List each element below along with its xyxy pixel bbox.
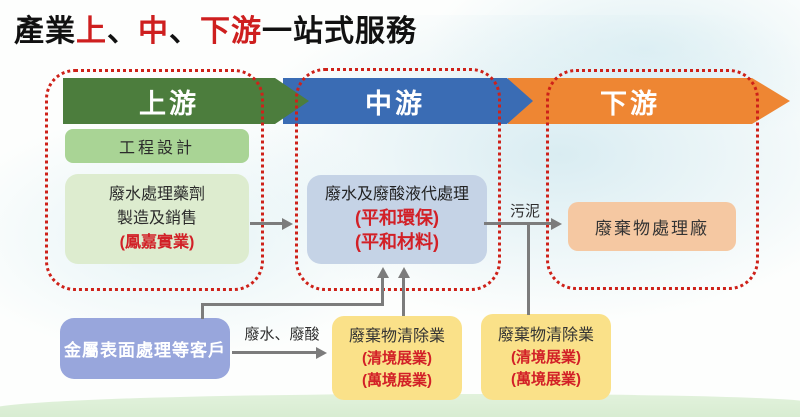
waste-removal-right-box: 廢棄物清除業 (清境展業) (萬境展業) [481, 314, 611, 400]
metal-surface-customers-box: 金屬表面處理等客戶 [60, 318, 230, 379]
title-segment-red-midstream: 中 [138, 15, 169, 48]
upstream-header-chevron: 上游 [63, 78, 309, 124]
arrow-chemicals-to-treatment-line [250, 222, 283, 225]
arrow-customers-to-treatment-head [376, 267, 389, 278]
downstream-header-label: 下游 [600, 88, 660, 119]
treatment-company-2: (平和材料) [355, 232, 439, 253]
arrow-customers-to-treatment-riser [201, 304, 204, 319]
arrow-customers-to-removal-line [232, 351, 317, 354]
treatment-company-1: (平和環保) [355, 208, 439, 228]
waste-treatment-plant-box: 廢棄物處理廠 [568, 202, 736, 251]
engineering-design-label: 工程設計 [118, 140, 195, 157]
waste-removal-left-company-2: (萬境展業) [362, 371, 432, 389]
arrow-customers-to-treatment-run [201, 303, 384, 306]
customers-label: 金屬表面處理等客戶 [64, 341, 226, 360]
arrow-customers-to-treatment-stem [381, 277, 384, 305]
arrow-sludge-head [551, 217, 562, 230]
waste-removal-left-line1: 廢棄物清除業 [348, 327, 445, 345]
arrow-sludge-line [484, 222, 552, 225]
arrow-removal-left-to-treatment-line [402, 277, 405, 316]
chemicals-manufacturing-box: 廢水處理藥劑 製造及銷售 (鳳嘉實業) [65, 174, 249, 264]
title-separator: 、 [107, 15, 138, 48]
title-segment-black: 產業 [14, 15, 76, 48]
waste-plant-label: 廢棄物處理廠 [595, 219, 709, 238]
sludge-label: 污泥 [509, 203, 540, 220]
chemicals-line1: 廢水處理藥劑 [108, 186, 205, 203]
arrow-chemicals-to-treatment-head [282, 217, 293, 230]
title-segment-red-downstream: 下游 [200, 15, 262, 48]
waste-removal-right-line1: 廢棄物清除業 [497, 326, 594, 344]
midstream-header-label: 中游 [365, 88, 425, 119]
downstream-header-chevron: 下游 [508, 78, 790, 124]
waste-removal-right-company-2: (萬境展業) [511, 370, 581, 388]
title-segment-black: 一站式服務 [262, 15, 417, 48]
chemicals-line2: 製造及銷售 [116, 210, 197, 227]
title-segment-red-upstream: 上 [76, 15, 107, 48]
waste-removal-left-company-1: (清境展業) [362, 349, 432, 367]
connector-sludge-to-removal-right [527, 225, 530, 315]
treatment-line1: 廢水及廢酸液代處理 [324, 186, 469, 204]
watercolor-wash-background [230, 15, 800, 325]
waste-removal-left-box: 廢棄物清除業 (清境展業) (萬境展業) [332, 316, 462, 400]
chemicals-company-name: (鳳嘉實業) [119, 234, 195, 251]
arrow-customers-to-removal-head [316, 346, 327, 359]
waste-removal-right-company-1: (清境展業) [511, 348, 581, 366]
engineering-design-box: 工程設計 [65, 129, 249, 163]
wastewater-treatment-box: 廢水及廢酸液代處理 (平和環保) (平和材料) [307, 175, 487, 264]
arrow-removal-left-to-treatment-head [397, 267, 410, 278]
title-separator: 、 [169, 15, 200, 48]
upstream-header-label: 上游 [139, 88, 199, 119]
page-title: 產業上、中、下游一站式服務 [14, 6, 417, 50]
wastewater-acid-label: 廢水、廢酸 [244, 326, 320, 343]
midstream-header-chevron: 中游 [283, 78, 533, 124]
